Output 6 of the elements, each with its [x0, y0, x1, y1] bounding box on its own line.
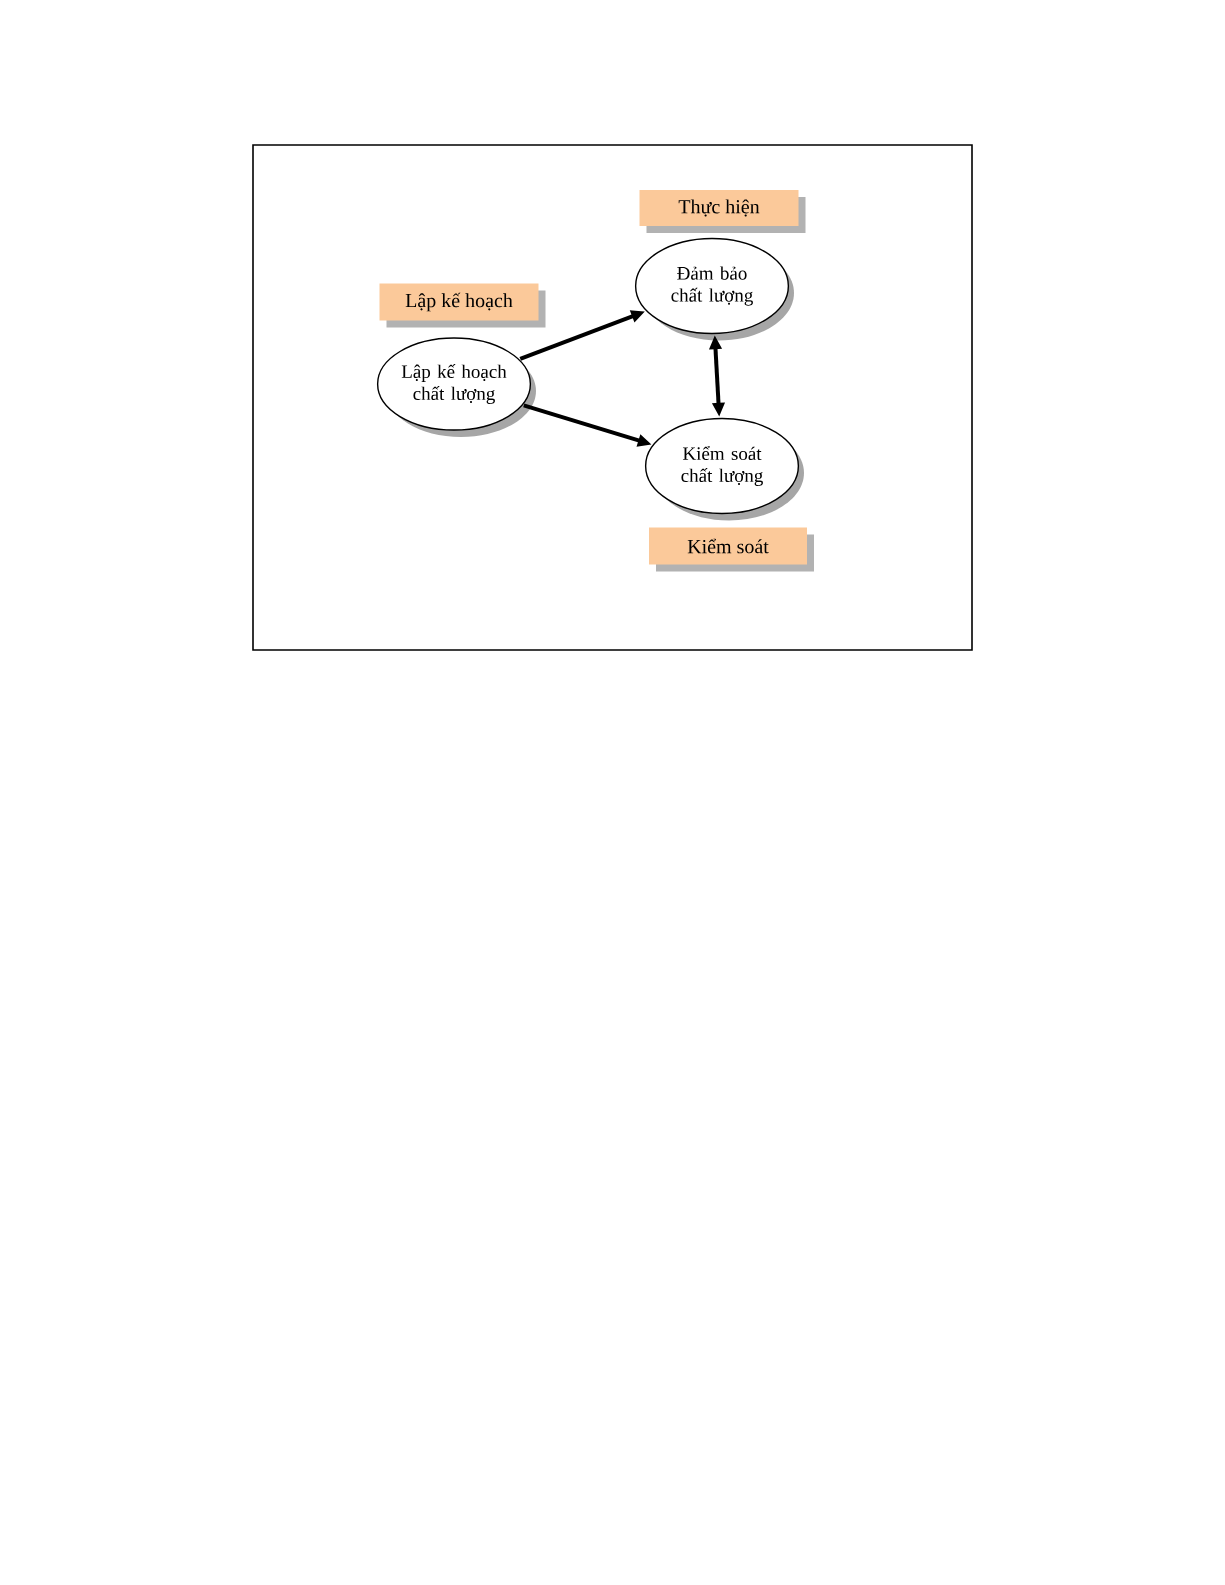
ellipse-node: Lập kế hoạch chất lượng — [376, 337, 536, 437]
label-box: Kiểm soát — [649, 527, 814, 572]
ellipse-node: Kiểm soát chất lượng — [644, 417, 804, 521]
label-box: Lập kế hoạch — [379, 283, 546, 328]
ellipse-node: Đảm bảo chất lượng — [634, 237, 794, 341]
label-box: Thực hiện — [639, 190, 806, 233]
